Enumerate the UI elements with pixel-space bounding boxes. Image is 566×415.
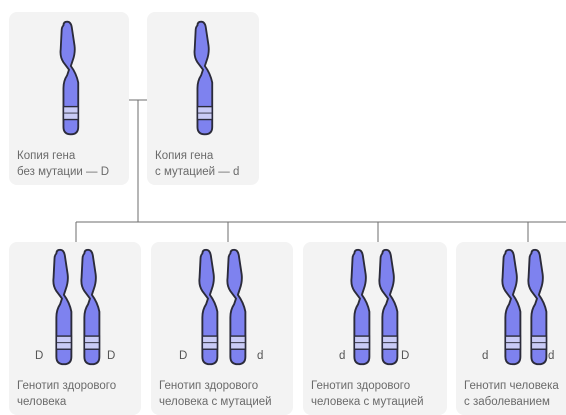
chromosome-icon <box>9 12 129 142</box>
parent-caption-line1: Копия гена <box>17 148 109 164</box>
parent-caption-line2: с мутацией — d <box>155 164 239 180</box>
parent-card-mutant: Копия гена с мутацией — d <box>147 12 259 185</box>
allele-left: D <box>179 350 187 362</box>
parent-caption-line2: без мутации — D <box>17 164 109 180</box>
chromosome-pair-icon <box>151 242 293 372</box>
allele-right: D <box>401 350 409 362</box>
genotype-card-dD: d D Генотип здорового человека с мутацие… <box>303 242 447 415</box>
allele-right: d <box>257 350 263 362</box>
chromosome-pair-icon <box>303 242 447 372</box>
genotype-caption-line1: Генотип здорового <box>159 378 272 394</box>
genotype-caption-line1: Генотип здорового <box>17 378 116 394</box>
chromosome-pair-icon <box>9 242 141 372</box>
genotype-caption-line2: человека <box>17 394 116 410</box>
parent-caption-line1: Копия гена <box>155 148 239 164</box>
genotype-caption-line1: Генотип здорового <box>311 378 424 394</box>
allele-right: D <box>107 350 115 362</box>
genotype-card-dd: d d Генотип человека с заболеванием <box>456 242 566 415</box>
genotype-caption-line2: человека с мутацией <box>159 394 272 410</box>
chromosome-icon <box>147 12 259 142</box>
genotype-caption-line1: Генотип человека <box>464 378 559 394</box>
allele-left: D <box>35 350 43 362</box>
allele-left: d <box>339 350 345 362</box>
allele-left: d <box>482 350 488 362</box>
allele-right: d <box>548 350 554 362</box>
parent-card-normal: Копия гена без мутации — D <box>9 12 129 185</box>
genotype-card-Dd: D d Генотип здорового человека с мутацие… <box>151 242 293 415</box>
genotype-caption-line2: человека с мутацией <box>311 394 424 410</box>
genotype-card-DD: D D Генотип здорового человека <box>9 242 141 415</box>
genotype-caption-line2: с заболеванием <box>464 394 559 410</box>
